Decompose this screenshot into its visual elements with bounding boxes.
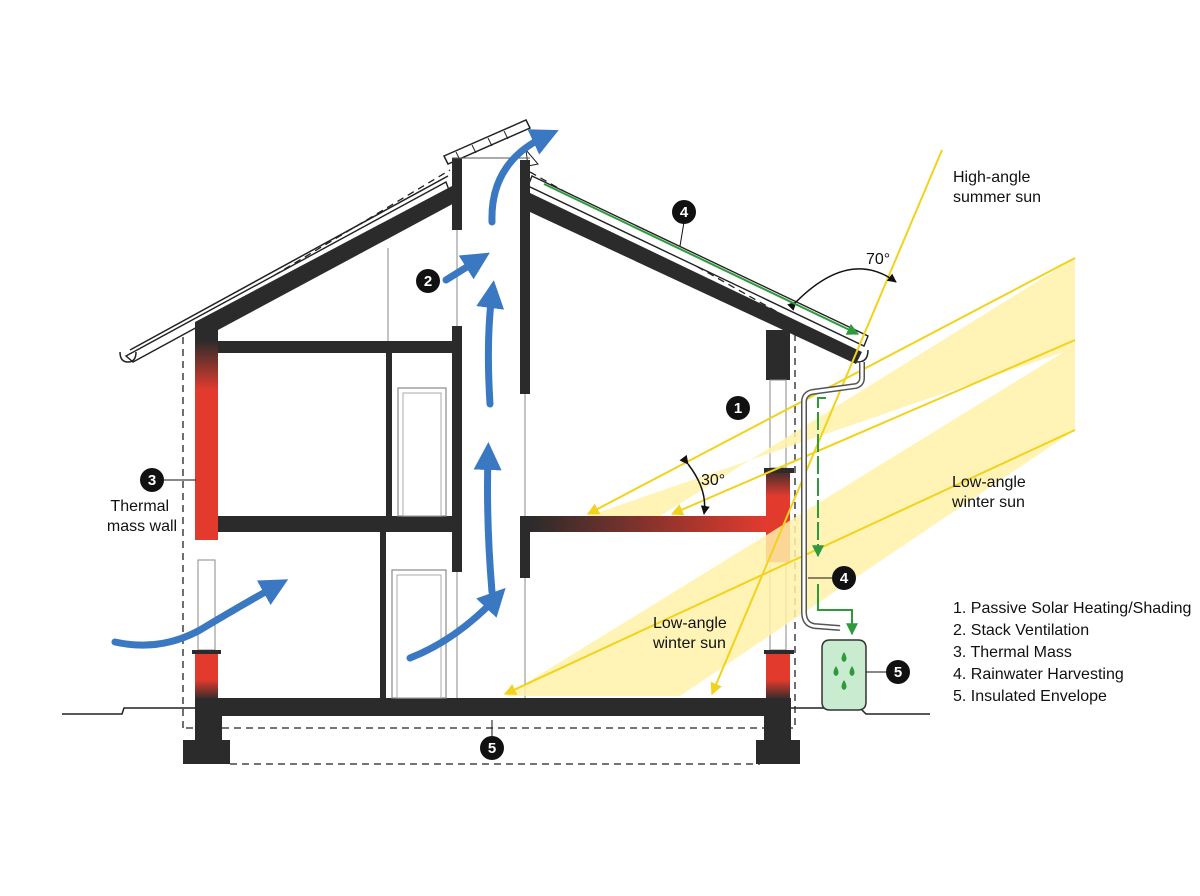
- roof-runoff-arrow: [543, 183, 860, 335]
- right-wall-top: [766, 330, 790, 380]
- marker-3: 3: [140, 468, 164, 492]
- angle-30-label: 30°: [701, 472, 725, 489]
- left-wall-lower: [195, 650, 218, 700]
- attic-floor: [218, 341, 454, 353]
- legend-item-1: 1. Passive Solar Heating/Shading: [953, 600, 1192, 617]
- upper-floor-left: [218, 516, 454, 532]
- rain-tank-icon: [821, 639, 867, 711]
- left-wall-cap: [192, 650, 221, 654]
- foundation-left: [183, 716, 230, 764]
- svg-text:1: 1: [734, 400, 742, 417]
- legend-item-4: 4. Rainwater Harvesting: [953, 666, 1124, 683]
- svg-text:4: 4: [840, 570, 849, 587]
- door-upper: [397, 387, 447, 517]
- angle-70-label: 70°: [866, 251, 890, 268]
- stack-wall-right-lower: [520, 516, 530, 578]
- upper-floor-right: [530, 516, 766, 532]
- svg-text:4: 4: [680, 204, 689, 221]
- marker-5-tank: 5: [886, 660, 910, 684]
- right-roof-structure: [528, 192, 862, 364]
- legend-item-3: 3. Thermal Mass: [953, 644, 1072, 661]
- ground-line: [62, 707, 930, 715]
- winter-sun-beam-lower: [505, 345, 1075, 696]
- right-wall-lower: [766, 650, 790, 700]
- marker-4-pipe: 4: [832, 566, 856, 590]
- angle-70-arc: [787, 268, 897, 311]
- rainwater-flow-arrow: [812, 397, 826, 558]
- rainwater-flow-arrow-2: [817, 584, 858, 636]
- left-window: [197, 559, 216, 651]
- stack-wall-right-upper: [520, 160, 530, 394]
- leader-4-roof: [679, 221, 685, 247]
- ground-slab: [195, 698, 791, 716]
- left-wall-upper: [195, 340, 218, 540]
- marker-1: 1: [726, 396, 750, 420]
- airflow-arrow-icon: [111, 129, 559, 662]
- marker-5-slab: 5: [480, 736, 504, 760]
- stack-wall-left-lower: [452, 326, 462, 572]
- svg-text:5: 5: [894, 664, 902, 681]
- right-wall-mid-cap: [764, 468, 794, 473]
- legend-item-5: 5. Insulated Envelope: [953, 688, 1107, 705]
- marker-2: 2: [416, 269, 440, 293]
- winter-ray-upper-a: [586, 257, 1076, 515]
- stack-wall-left-upper: [452, 158, 462, 230]
- solar-panel-icon: [442, 119, 539, 167]
- water-drop-icon: [833, 652, 855, 690]
- svg-text:5: 5: [488, 740, 496, 757]
- right-wall-lower-cap: [764, 650, 794, 654]
- marker-4-roof: 4: [672, 200, 696, 224]
- winter-sun-label-right: Low-angle winter sun: [951, 474, 1030, 511]
- svg-text:2: 2: [424, 273, 432, 290]
- summer-sun-ray: [710, 149, 943, 696]
- summer-sun-label: High-angle summer sun: [953, 169, 1041, 206]
- door-lower-inner: [396, 574, 442, 699]
- left-roof-insulation: [129, 175, 449, 351]
- winter-ray-lower: [503, 429, 1076, 695]
- partition-lower: [380, 532, 386, 698]
- right-window-upper: [769, 379, 787, 469]
- door-lower: [391, 569, 447, 699]
- foundation-right: [756, 716, 800, 764]
- svg-text:3: 3: [148, 472, 156, 489]
- legend-item-2: 2. Stack Ventilation: [953, 622, 1090, 639]
- partition-upper: [386, 353, 392, 516]
- thermal-mass-wall-label: Thermal mass wall: [107, 498, 177, 535]
- angle-30-arc: [679, 454, 710, 515]
- winter-ray-upper-b: [670, 339, 1076, 516]
- downpipe-inner: [802, 362, 864, 630]
- gutter-left: [119, 351, 137, 363]
- legend: 1. Passive Solar Heating/Shading 2. Stac…: [953, 598, 1191, 708]
- left-roof-cladding: [124, 181, 450, 363]
- winter-sun-label-inside: Low-angle winter sun: [652, 615, 731, 652]
- left-roof-structure: [195, 186, 460, 342]
- door-upper-inner: [402, 392, 442, 517]
